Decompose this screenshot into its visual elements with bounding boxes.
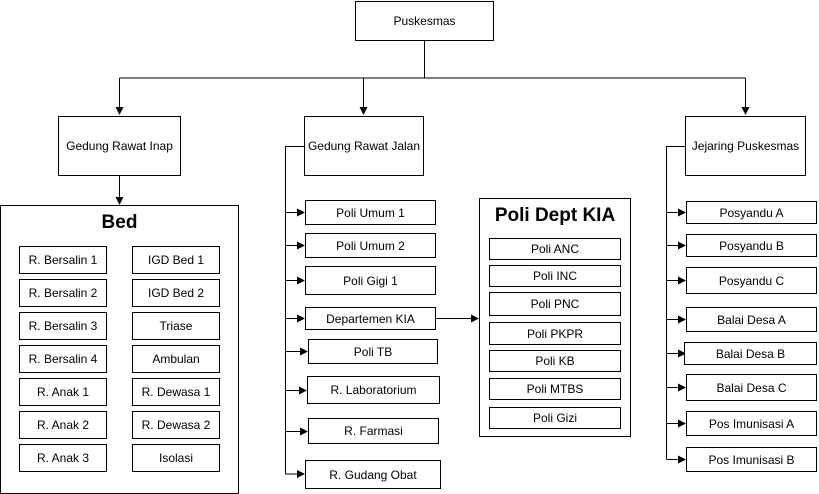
kia-group-title: Poli Dept KIA xyxy=(494,205,616,226)
bed-item[interactable]: R. Dewasa 1 xyxy=(132,378,220,406)
jejaring-item[interactable]: Posyandu C xyxy=(686,267,817,294)
jejaring-item-label: Balai Desa C xyxy=(716,380,787,395)
jejaring-item[interactable]: Balai Desa A xyxy=(686,307,817,332)
jejaring-item-label: Pos Imunisasi A xyxy=(708,416,795,431)
bed-item-label: R. Dewasa 1 xyxy=(141,385,211,399)
branch-node-jejaring[interactable]: Jejaring Puskesmas xyxy=(685,116,806,176)
rawat-jalan-item[interactable]: Poli Umum 2 xyxy=(305,233,436,258)
jejaring-item-label: Posyandu C xyxy=(718,273,785,288)
kia-item[interactable]: Poli MTBS xyxy=(489,378,621,400)
bed-item-label: R. Anak 2 xyxy=(36,418,90,432)
root-node-label: Puskesmas xyxy=(393,14,456,28)
bed-item[interactable]: R. Anak 1 xyxy=(19,378,107,406)
jejaring-item-label: Posyandu B xyxy=(719,238,784,253)
rawat-jalan-item[interactable]: Departemen KIA xyxy=(305,307,436,330)
rawat-jalan-item[interactable]: Poli Umum 1 xyxy=(305,200,436,225)
connector-jejaring-spine xyxy=(666,146,685,459)
bed-item[interactable]: Isolasi xyxy=(132,444,220,472)
bed-item[interactable]: R. Dewasa 2 xyxy=(132,411,220,439)
kia-item-label: Poli ANC xyxy=(530,242,580,256)
branch-node-label: Jejaring Puskesmas xyxy=(691,139,800,153)
kia-item-label: Poli Gizi xyxy=(532,411,577,425)
bed-item-label: IGD Bed 1 xyxy=(147,253,205,267)
bed-item-label: R. Bersalin 4 xyxy=(28,352,98,366)
kia-group: Poli Dept KIA xyxy=(479,198,631,437)
connector-rawat-jalan-spine xyxy=(285,146,304,474)
bed-item-label: R. Bersalin 3 xyxy=(28,319,98,333)
rawat-jalan-item-label: Poli Umum 2 xyxy=(336,238,405,253)
bed-item-label: R. Anak 1 xyxy=(36,385,90,399)
kia-item-label: Poli KB xyxy=(535,354,575,368)
jejaring-item[interactable]: Posyandu B xyxy=(686,234,817,257)
jejaring-item[interactable]: Pos Imunisasi A xyxy=(686,411,817,436)
bed-item-label: R. Bersalin 2 xyxy=(28,286,98,300)
rawat-jalan-item-label: R. Laboratorium xyxy=(330,383,417,397)
bed-item[interactable]: Ambulan xyxy=(132,345,220,373)
kia-item[interactable]: Poli INC xyxy=(489,265,621,287)
bed-item-label: R. Dewasa 2 xyxy=(141,418,211,432)
bed-item[interactable]: R. Bersalin 1 xyxy=(19,246,107,274)
bed-item-label: Isolasi xyxy=(158,451,193,465)
branch-node-label: Gedung Rawat Jalan xyxy=(307,139,421,153)
root-node-puskesmas[interactable]: Puskesmas xyxy=(355,1,494,41)
bed-item[interactable]: R. Anak 3 xyxy=(19,444,107,472)
branch-node-rawat-jalan[interactable]: Gedung Rawat Jalan xyxy=(304,116,424,176)
branch-node-rawat-inap[interactable]: Gedung Rawat Inap xyxy=(58,116,181,176)
rawat-jalan-item[interactable]: R. Farmasi xyxy=(308,418,439,444)
jejaring-item-label: Balai Desa A xyxy=(717,312,786,327)
kia-item-label: Poli PNC xyxy=(530,297,580,311)
bed-item[interactable]: IGD Bed 2 xyxy=(132,279,220,307)
bed-item[interactable]: R. Bersalin 3 xyxy=(19,312,107,340)
jejaring-item-label: Posyandu A xyxy=(719,205,784,220)
jejaring-item[interactable]: Balai Desa C xyxy=(686,374,817,401)
kia-item[interactable]: Poli KB xyxy=(489,350,621,372)
jejaring-item[interactable]: Balai Desa B xyxy=(684,342,817,365)
rawat-jalan-item-label: Departemen KIA xyxy=(326,311,415,326)
kia-item[interactable]: Poli PNC xyxy=(489,292,621,316)
bed-item-label: R. Bersalin 1 xyxy=(28,253,98,267)
kia-item-label: Poli INC xyxy=(532,269,577,283)
kia-item[interactable]: Poli Gizi xyxy=(489,407,621,429)
kia-item-label: Poli MTBS xyxy=(526,382,584,396)
bed-item-label: R. Anak 3 xyxy=(36,451,90,465)
rawat-jalan-item-label: Poli Gigi 1 xyxy=(343,273,398,288)
rawat-jalan-item[interactable]: Poli TB xyxy=(308,339,438,364)
jejaring-item-label: Pos Imunisasi B xyxy=(708,452,795,467)
bed-item-label: Triase xyxy=(159,319,193,333)
rawat-jalan-item-label: R. Gudang Obat xyxy=(329,467,417,482)
bed-item[interactable]: IGD Bed 1 xyxy=(132,246,220,274)
kia-item[interactable]: Poli ANC xyxy=(489,238,621,260)
bed-item[interactable]: Triase xyxy=(132,312,220,340)
rawat-jalan-item[interactable]: R. Laboratorium xyxy=(307,376,440,404)
bed-item[interactable]: R. Bersalin 2 xyxy=(19,279,107,307)
rawat-jalan-item-label: Poli TB xyxy=(353,344,393,359)
bed-item[interactable]: R. Anak 2 xyxy=(19,411,107,439)
jejaring-item-label: Balai Desa B xyxy=(715,346,786,361)
bed-item-label: Ambulan xyxy=(152,352,200,366)
bed-item-label: IGD Bed 2 xyxy=(147,286,205,300)
branch-node-label: Gedung Rawat Inap xyxy=(66,139,173,153)
jejaring-item[interactable]: Pos Imunisasi B xyxy=(686,447,817,472)
bed-item[interactable]: R. Bersalin 4 xyxy=(19,345,107,373)
kia-item-label: Poli PKPR xyxy=(526,326,584,341)
jejaring-item[interactable]: Posyandu A xyxy=(686,201,817,224)
rawat-jalan-item[interactable]: R. Gudang Obat xyxy=(305,460,441,489)
rawat-jalan-item-label: Poli Umum 1 xyxy=(336,205,405,220)
rawat-jalan-item[interactable]: Poli Gigi 1 xyxy=(305,266,436,295)
kia-item[interactable]: Poli PKPR xyxy=(489,322,621,345)
rawat-jalan-item-label: R. Farmasi xyxy=(344,424,403,438)
bed-group-title: Bed xyxy=(101,212,138,233)
